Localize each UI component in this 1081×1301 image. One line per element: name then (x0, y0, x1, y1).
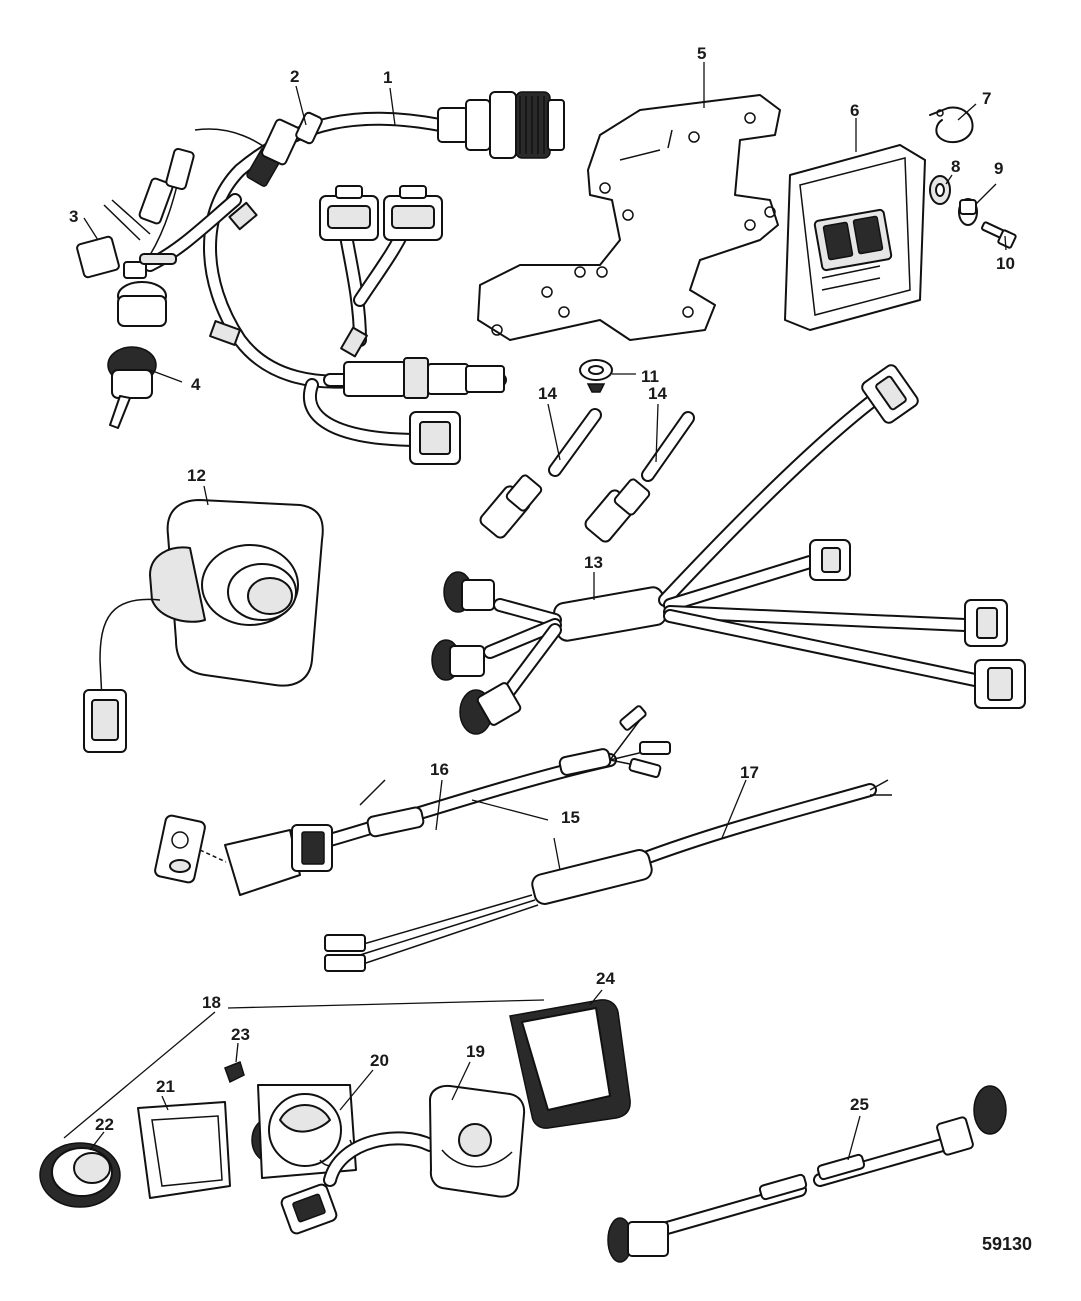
part-19-switch-panel (429, 1084, 526, 1198)
part-14-pigtail-connector-b (584, 411, 695, 543)
part-25-extension-harness (607, 1085, 1007, 1263)
part-5-mounting-bracket (477, 94, 781, 341)
callout-24: 24 (596, 969, 615, 988)
part-11-cable-clip (579, 359, 613, 393)
callout-4: 4 (191, 375, 201, 394)
part-4-key-switch (107, 253, 177, 429)
callout-14-b: 14 (648, 384, 667, 403)
callout-15: 15 (561, 808, 580, 827)
part-2-sensor-connector (261, 111, 323, 166)
callout-21: 21 (156, 1077, 175, 1096)
callout-23: 23 (231, 1025, 250, 1044)
part-1-engine-harness (138, 91, 565, 465)
callout-18: 18 (202, 993, 221, 1012)
callout-7: 7 (982, 89, 991, 108)
callout-14-a: 14 (538, 384, 557, 403)
callout-12: 12 (187, 466, 206, 485)
part-22-gauge-nut (39, 1142, 121, 1208)
callout-9: 9 (994, 159, 1003, 178)
part-3-connector (76, 199, 151, 279)
figure-number: 59130 (982, 1234, 1032, 1254)
part-24-cover (509, 999, 631, 1129)
leader-lines (63, 62, 1007, 1161)
part-20-gauge-panel (251, 1084, 437, 1235)
part-6-ecu-module (784, 144, 926, 331)
part-21-gasket (137, 1101, 231, 1199)
callout-3: 3 (69, 207, 78, 226)
callout-10: 10 (996, 254, 1015, 273)
callout-6: 6 (850, 101, 859, 120)
callout-labels: 1 2 3 4 5 6 7 8 9 10 11 12 13 14 14 15 1… (69, 44, 1015, 1134)
callout-8: 8 (951, 157, 960, 176)
callout-1: 1 (383, 68, 392, 87)
callout-25: 25 (850, 1095, 869, 1114)
part-23-clip (224, 1061, 245, 1084)
part-8-grommet (929, 175, 951, 205)
part-13-y-harness (431, 364, 1026, 735)
callout-19: 19 (466, 1042, 485, 1061)
part-12-helm-control (83, 499, 324, 753)
part-14-pigtail-connector-a (479, 408, 602, 539)
part-9-washer (958, 198, 978, 226)
part-16-lanyard-harness (154, 705, 671, 896)
callout-11: 11 (641, 367, 659, 386)
part-10-bolt (980, 221, 1017, 249)
callout-13: 13 (584, 553, 603, 572)
callout-2: 2 (290, 67, 299, 86)
callout-5: 5 (697, 44, 706, 63)
callout-20: 20 (370, 1051, 389, 1070)
part-17-power-harness (324, 779, 892, 972)
callout-16: 16 (430, 760, 449, 779)
callout-17: 17 (740, 763, 759, 782)
callout-22: 22 (95, 1115, 114, 1134)
